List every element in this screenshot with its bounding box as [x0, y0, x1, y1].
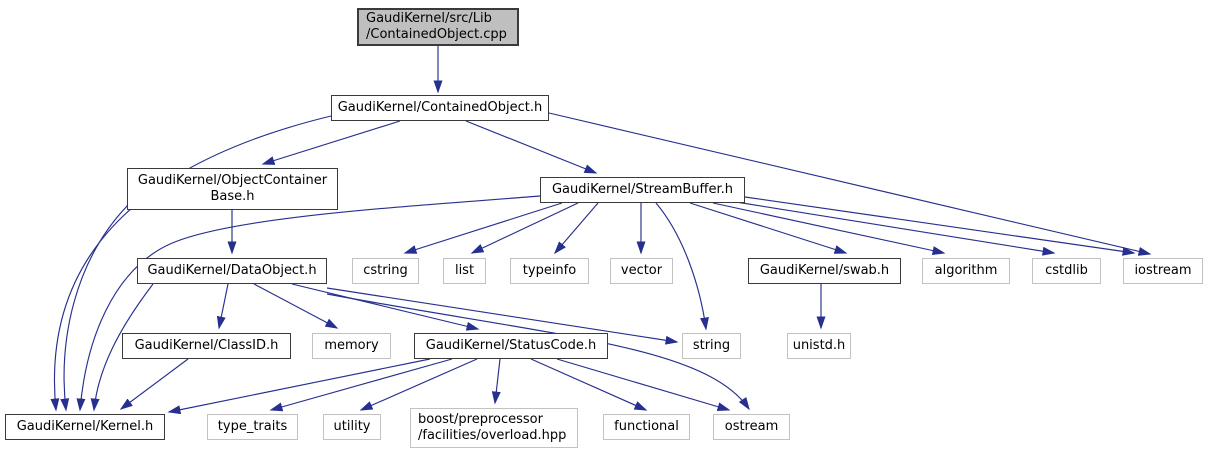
- edge-dataobject-h-to-string: [326, 287, 679, 345]
- edge-dataobject-h-to-memory: [253, 283, 339, 329]
- graph-node-swab-h[interactable]: GaudiKernel/swab.h: [748, 258, 901, 284]
- edge-streambuffer-h-to-string: [655, 202, 709, 331]
- edge-streambuffer-h-to-iostream: [744, 196, 1136, 256]
- graph-node-cstdlib: cstdlib: [1032, 258, 1101, 284]
- edge-objectcontainerbase-h-to-kernel-h: [60, 204, 129, 412]
- edge-statuscode-h-to-utility: [359, 358, 478, 411]
- graph-node-label: boost/preprocessor: [418, 411, 543, 427]
- graph-node-typeinfo: typeinfo: [510, 258, 589, 284]
- graph-node-memory: memory: [312, 333, 391, 359]
- edge-dataobject-h-to-statuscode-h: [291, 283, 480, 331]
- graph-node-label: GaudiKernel/swab.h: [759, 262, 890, 278]
- edge-dataobject-h-to-ostream: [326, 293, 750, 411]
- graph-node-label: GaudiKernel/StatusCode.h: [425, 337, 597, 353]
- graph-node-statuscode-h[interactable]: GaudiKernel/StatusCode.h: [414, 333, 608, 359]
- graph-node-label: type_traits: [217, 418, 288, 434]
- graph-node-classid-h[interactable]: GaudiKernel/ClassID.h: [122, 333, 291, 359]
- graph-node-type-traits: type_traits: [207, 414, 298, 440]
- edge-containedobject-h-to-objectcontainerbase-h: [261, 120, 401, 165]
- graph-node-label: list: [454, 262, 475, 278]
- edge-streambuffer-h-to-typeinfo: [554, 202, 599, 255]
- edge-streambuffer-h-to-kernel-h: [76, 195, 541, 412]
- graph-node-label: GaudiKernel/ClassID.h: [134, 337, 279, 353]
- graph-node-functional: functional: [603, 414, 690, 440]
- graph-node-list: list: [443, 258, 486, 284]
- graph-node-boost-overload-hpp: boost/preprocessor/facilities/overload.h…: [410, 408, 578, 448]
- graph-node-label: GaudiKernel/Kernel.h: [16, 418, 154, 434]
- graph-node-kernel-h[interactable]: GaudiKernel/Kernel.h: [5, 414, 165, 440]
- edge-statuscode-h-to-functional: [530, 358, 648, 411]
- edge-streambuffer-h-to-swab-h: [689, 202, 848, 254]
- graph-node-ostream: ostream: [713, 414, 790, 440]
- graph-node-label: GaudiKernel/ContainedObject.h: [337, 99, 543, 115]
- graph-node-containedobject-cpp: GaudiKernel/src/Lib/ContainedObject.cpp: [357, 8, 519, 46]
- edge-statuscode-h-to-boost-overload-hpp: [491, 358, 501, 405]
- graph-node-label: ostream: [724, 418, 779, 434]
- graph-node-unistd-h: unistd.h: [787, 333, 851, 359]
- graph-node-label: GaudiKernel/ObjectContainer: [137, 172, 328, 188]
- graph-node-label: iostream: [1134, 262, 1192, 278]
- edge-containedobject-h-to-streambuffer-h: [465, 120, 598, 174]
- edge-dataobject-h-to-classid-h: [216, 283, 229, 330]
- graph-node-cstring: cstring: [352, 258, 419, 284]
- edge-streambuffer-h-to-cstdlib: [735, 201, 1056, 256]
- graph-node-label: memory: [324, 337, 379, 353]
- graph-node-label: utility: [333, 418, 371, 434]
- graph-node-vector: vector: [610, 258, 673, 284]
- edge-streambuffer-h-to-cstring: [403, 202, 563, 254]
- edge-statuscode-h-to-type-traits: [269, 358, 453, 412]
- graph-node-label: cstdlib: [1045, 262, 1088, 278]
- graph-node-string: string: [682, 333, 741, 359]
- edge-dataobject-h-to-kernel-h: [90, 283, 154, 412]
- edge-streambuffer-h-to-algorithm: [712, 202, 946, 255]
- graph-node-algorithm: algorithm: [922, 258, 1010, 284]
- graph-node-label: typeinfo: [522, 262, 577, 278]
- graph-node-iostream: iostream: [1123, 258, 1203, 284]
- graph-node-containedobject-h[interactable]: GaudiKernel/ContainedObject.h: [331, 95, 549, 121]
- edge-classid-h-to-kernel-h: [119, 358, 189, 410]
- graph-node-label: /facilities/overload.hpp: [418, 428, 567, 443]
- graph-node-label: vector: [620, 262, 663, 278]
- graph-node-label: GaudiKernel/src/Lib: [366, 10, 492, 26]
- edge-containedobject-h-to-kernel-h: [50, 115, 332, 412]
- graph-node-dataobject-h[interactable]: GaudiKernel/DataObject.h: [137, 258, 327, 284]
- graph-node-label: /ContainedObject.cpp: [366, 27, 507, 42]
- edge-streambuffer-h-to-list: [470, 202, 579, 254]
- graph-node-label: algorithm: [934, 262, 998, 278]
- graph-node-utility: utility: [323, 414, 381, 440]
- edge-statuscode-h-to-kernel-h: [167, 358, 431, 415]
- graph-node-label: string: [692, 337, 731, 353]
- graph-node-streambuffer-h[interactable]: GaudiKernel/StreamBuffer.h: [540, 177, 745, 203]
- graph-node-label: functional: [614, 418, 679, 434]
- graph-node-label: GaudiKernel/StreamBuffer.h: [551, 181, 734, 197]
- graph-node-label: cstring: [363, 262, 408, 278]
- graph-node-label: Base.h: [210, 189, 255, 204]
- graph-node-label: GaudiKernel/DataObject.h: [147, 262, 317, 278]
- graph-node-label: unistd.h: [792, 337, 846, 353]
- edge-containedobject-h-to-iostream: [548, 112, 1152, 256]
- edge-statuscode-h-to-ostream: [556, 358, 731, 412]
